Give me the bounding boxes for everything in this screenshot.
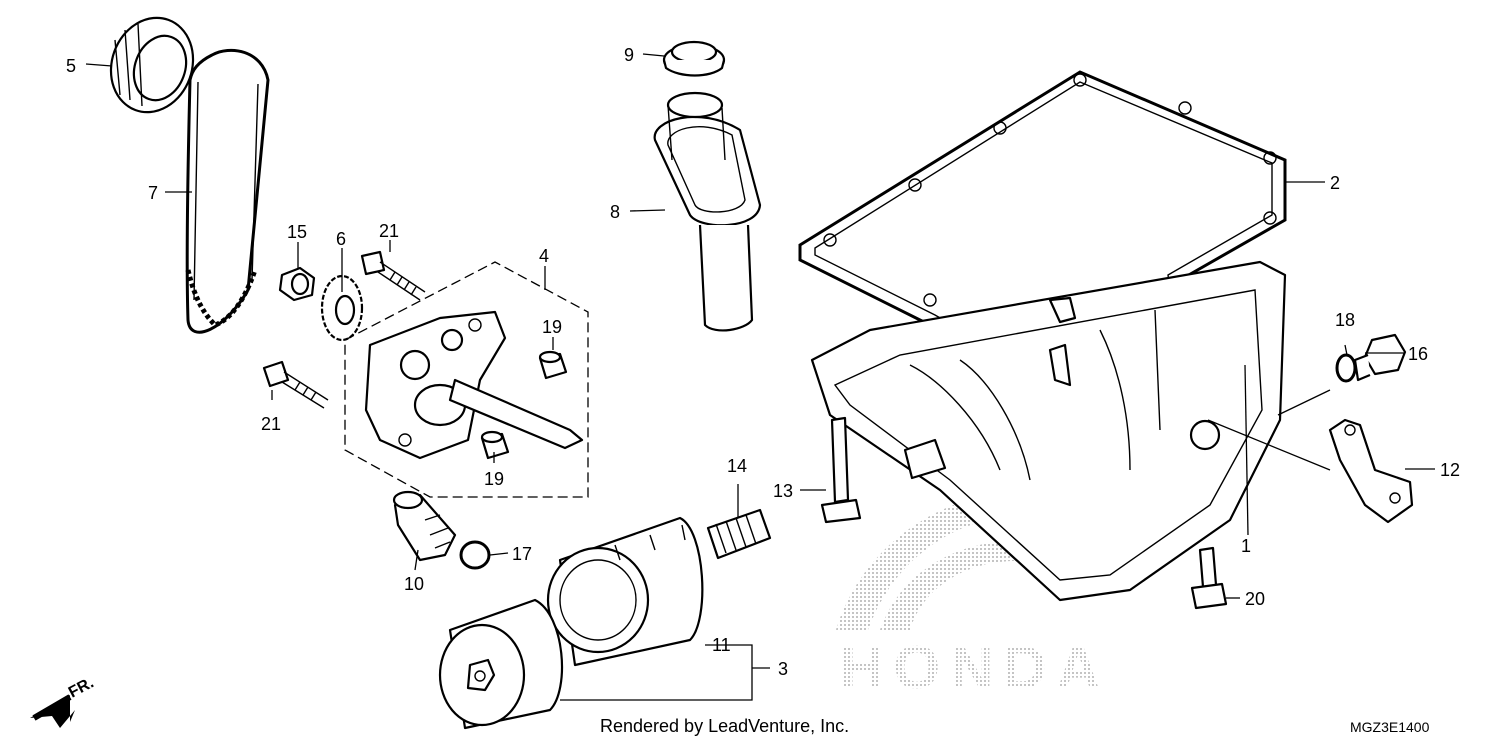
callout-2: 2 [1330,173,1340,193]
callout-10: 10 [404,574,424,594]
flange-bolt-upper [360,250,426,301]
sealing-washer [1335,353,1357,383]
oil-filter-element [438,598,564,730]
oil-strainer [392,490,457,562]
oil-filler-cap [662,40,726,77]
oil-pump-assembly [364,310,584,460]
diagram-code: MGZ3E1400 [1350,719,1430,735]
callout-3: 3 [778,659,788,679]
callout-4: 4 [539,246,549,266]
bracket [1328,418,1414,524]
dowel-pin-lower [480,430,510,460]
flange-bolt-lower [262,360,329,409]
callout-15: 15 [287,222,307,242]
callout-21-upper: 21 [379,221,399,241]
oil-pump-chain [185,48,270,334]
callout-19-upper: 19 [542,317,562,337]
callout-14: 14 [727,456,747,476]
watermark-text: HONDA [840,634,1110,701]
front-direction-label: FR. [66,674,97,701]
callout-11: 11 [712,635,731,655]
callout-7: 7 [148,183,158,203]
oil-filler-guide [653,91,762,332]
front-direction-arrow-icon [30,694,75,728]
callouts: 5 7 15 6 21 4 19 21 19 9 8 2 18 16 12 1 … [66,45,1460,679]
o-ring [459,540,491,570]
callout-12: 12 [1440,460,1460,480]
callout-6: 6 [336,229,346,249]
callout-17: 17 [512,544,532,564]
callout-13: 13 [773,481,793,501]
leader-lines [85,53,1435,701]
washer-nut [278,266,316,302]
callout-18: 18 [1335,310,1355,330]
oil-filter-cartridge [546,516,704,667]
callout-21-lower: 21 [261,414,281,434]
oil-pan-bolt-13 [820,416,862,524]
oil-pump-group-outline [344,261,589,498]
callout-20: 20 [1245,589,1265,609]
oil-pan-bolt-20 [1190,546,1228,610]
oil-pan [810,260,1287,602]
dowel-pin-upper [538,350,568,380]
filter-nipple [706,508,772,560]
callout-19-lower: 19 [484,469,504,489]
callout-5: 5 [66,56,76,76]
callout-9: 9 [624,45,634,65]
callout-1: 1 [1241,536,1251,556]
drain-bolt [1353,333,1407,382]
render-credit: Rendered by LeadVenture, Inc. [600,716,849,736]
callout-16: 16 [1408,344,1428,364]
drive-sprocket [109,16,195,114]
callout-8: 8 [610,202,620,222]
